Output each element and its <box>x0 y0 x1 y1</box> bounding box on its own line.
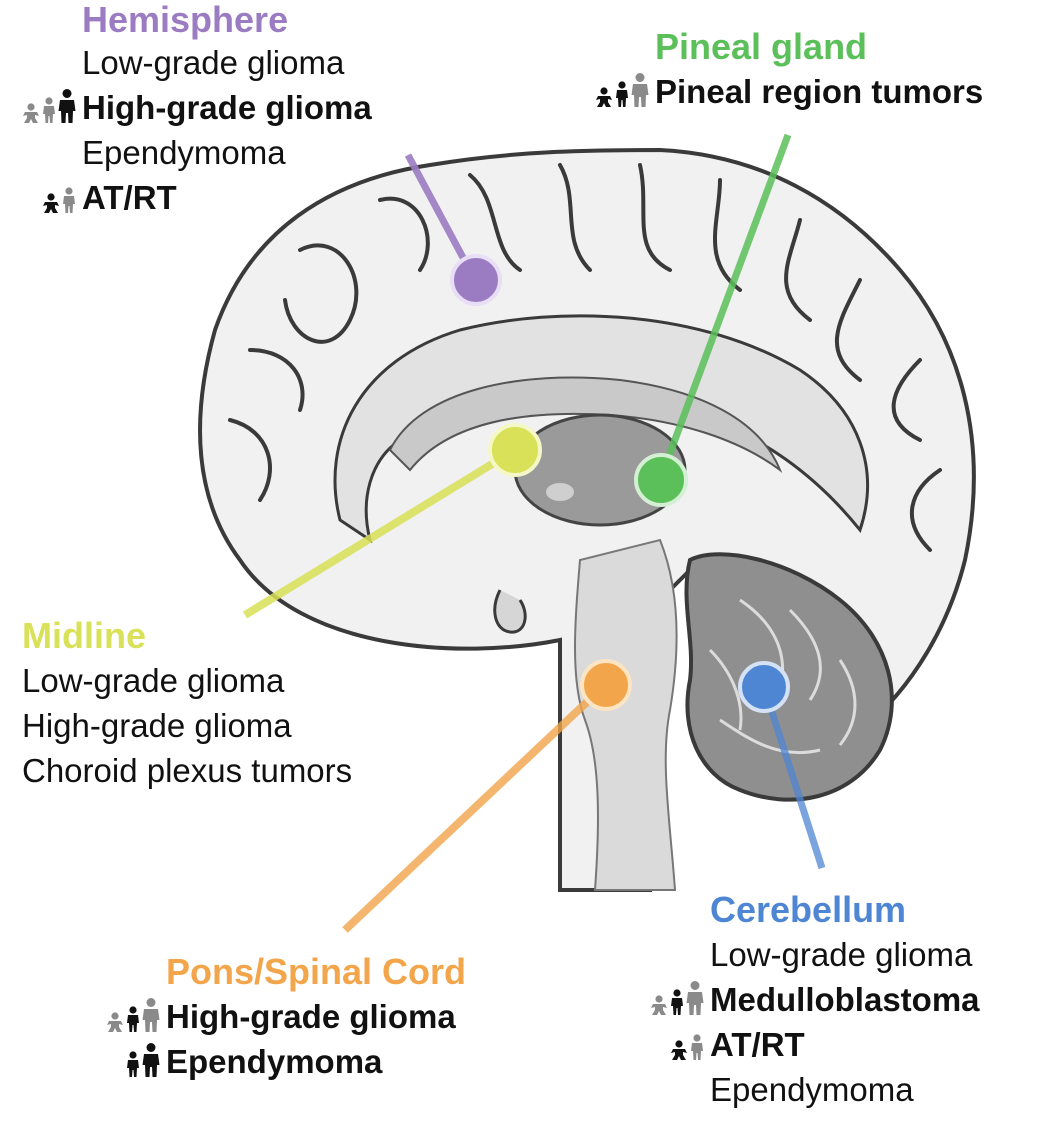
tumor-row: Ependymoma <box>0 1039 540 1084</box>
cerebellum-leader <box>761 688 826 870</box>
midline-title: Midline <box>22 615 146 656</box>
age-group-icons <box>0 88 76 123</box>
brainstem <box>574 538 678 891</box>
tumor-label: High-grade glioma <box>82 88 372 126</box>
age-group-icons <box>600 1030 704 1060</box>
tumor-label: Ependymoma <box>166 1042 383 1080</box>
tumor-label: Ependymoma <box>710 1070 914 1108</box>
tumor-row: Choroid plexus tumors <box>0 748 420 793</box>
infant-icon <box>671 1039 687 1060</box>
tumor-row: Low-grade glioma <box>0 40 430 85</box>
pineal-leader <box>656 133 792 482</box>
tumor-row: AT/RT <box>600 1022 1054 1067</box>
pineal-list: Pineal region tumors <box>560 69 1054 114</box>
tumor-row: High-grade glioma <box>0 85 430 130</box>
age-group-icons <box>600 980 704 1015</box>
child-icon <box>127 1050 139 1077</box>
infant-icon <box>596 86 612 107</box>
age-group-icons <box>0 756 16 786</box>
corpus-callosum <box>388 376 783 473</box>
infant-icon <box>43 192 59 213</box>
tumor-label: AT/RT <box>710 1025 805 1063</box>
age-group-icons <box>0 1042 160 1077</box>
child-icon <box>691 1033 703 1060</box>
tumor-row: AT/RT <box>0 175 430 220</box>
adult-icon <box>58 88 76 123</box>
child-icon <box>127 1005 139 1032</box>
pons-marker <box>580 659 632 711</box>
infant-icon <box>23 102 39 123</box>
pineal-block: Pineal gland Pineal region tumors <box>560 25 1054 114</box>
infant-icon <box>107 1011 123 1032</box>
hemisphere-title: Hemisphere <box>82 0 289 40</box>
tumor-label: Choroid plexus tumors <box>22 751 353 789</box>
tumor-label: High-grade glioma <box>22 706 292 744</box>
adult-icon <box>142 997 160 1032</box>
age-group-icons <box>0 666 16 696</box>
tumor-label: High-grade glioma <box>166 997 456 1035</box>
age-group-icons <box>0 997 160 1032</box>
pons-title: Pons/Spinal Cord <box>166 951 467 992</box>
pituitary <box>493 589 527 634</box>
tumor-row: Pineal region tumors <box>560 69 1054 114</box>
age-group-icons <box>0 138 76 168</box>
gyri <box>228 163 942 552</box>
tumor-label: Medulloblastoma <box>710 980 980 1018</box>
midline-marker <box>488 423 542 477</box>
cerebellum-title: Cerebellum <box>710 889 907 930</box>
adult-icon <box>686 980 704 1015</box>
age-group-icons <box>600 1075 704 1105</box>
child-icon <box>63 186 75 213</box>
tumor-label: Pineal region tumors <box>655 72 984 110</box>
pons-leader <box>342 682 608 933</box>
child-icon <box>616 80 628 107</box>
age-group-icons <box>0 711 16 741</box>
tumor-label: Low-grade glioma <box>82 43 345 81</box>
pineal-title: Pineal gland <box>655 26 868 67</box>
age-group-icons <box>0 183 76 213</box>
adult-icon <box>631 72 649 107</box>
age-group-icons <box>0 48 76 78</box>
tumor-label: AT/RT <box>82 178 177 216</box>
age-group-icons <box>600 940 704 970</box>
midline-leader <box>242 446 518 619</box>
cerebellum-shape <box>684 552 894 802</box>
hemisphere-marker <box>450 254 502 306</box>
child-icon <box>671 988 683 1015</box>
tumor-row: Ependymoma <box>0 130 430 175</box>
pineal-marker <box>634 453 688 507</box>
child-icon <box>43 96 55 123</box>
tumor-row: Medulloblastoma <box>600 977 1054 1022</box>
interthalamic-adhesion <box>546 483 574 501</box>
tumor-row: High-grade glioma <box>0 994 540 1039</box>
tumor-row: Ependymoma <box>600 1067 1054 1112</box>
age-group-icons <box>560 72 649 107</box>
cerebellum-marker <box>738 661 790 713</box>
infant-icon <box>651 994 667 1015</box>
tumor-label: Ependymoma <box>82 133 286 171</box>
tumor-row: Low-grade glioma <box>0 658 420 703</box>
tumor-label: Low-grade glioma <box>710 935 973 973</box>
adult-icon <box>142 1042 160 1077</box>
tumor-label: Low-grade glioma <box>22 661 285 699</box>
tumor-row: Low-grade glioma <box>600 932 1054 977</box>
tumor-row: High-grade glioma <box>0 703 420 748</box>
